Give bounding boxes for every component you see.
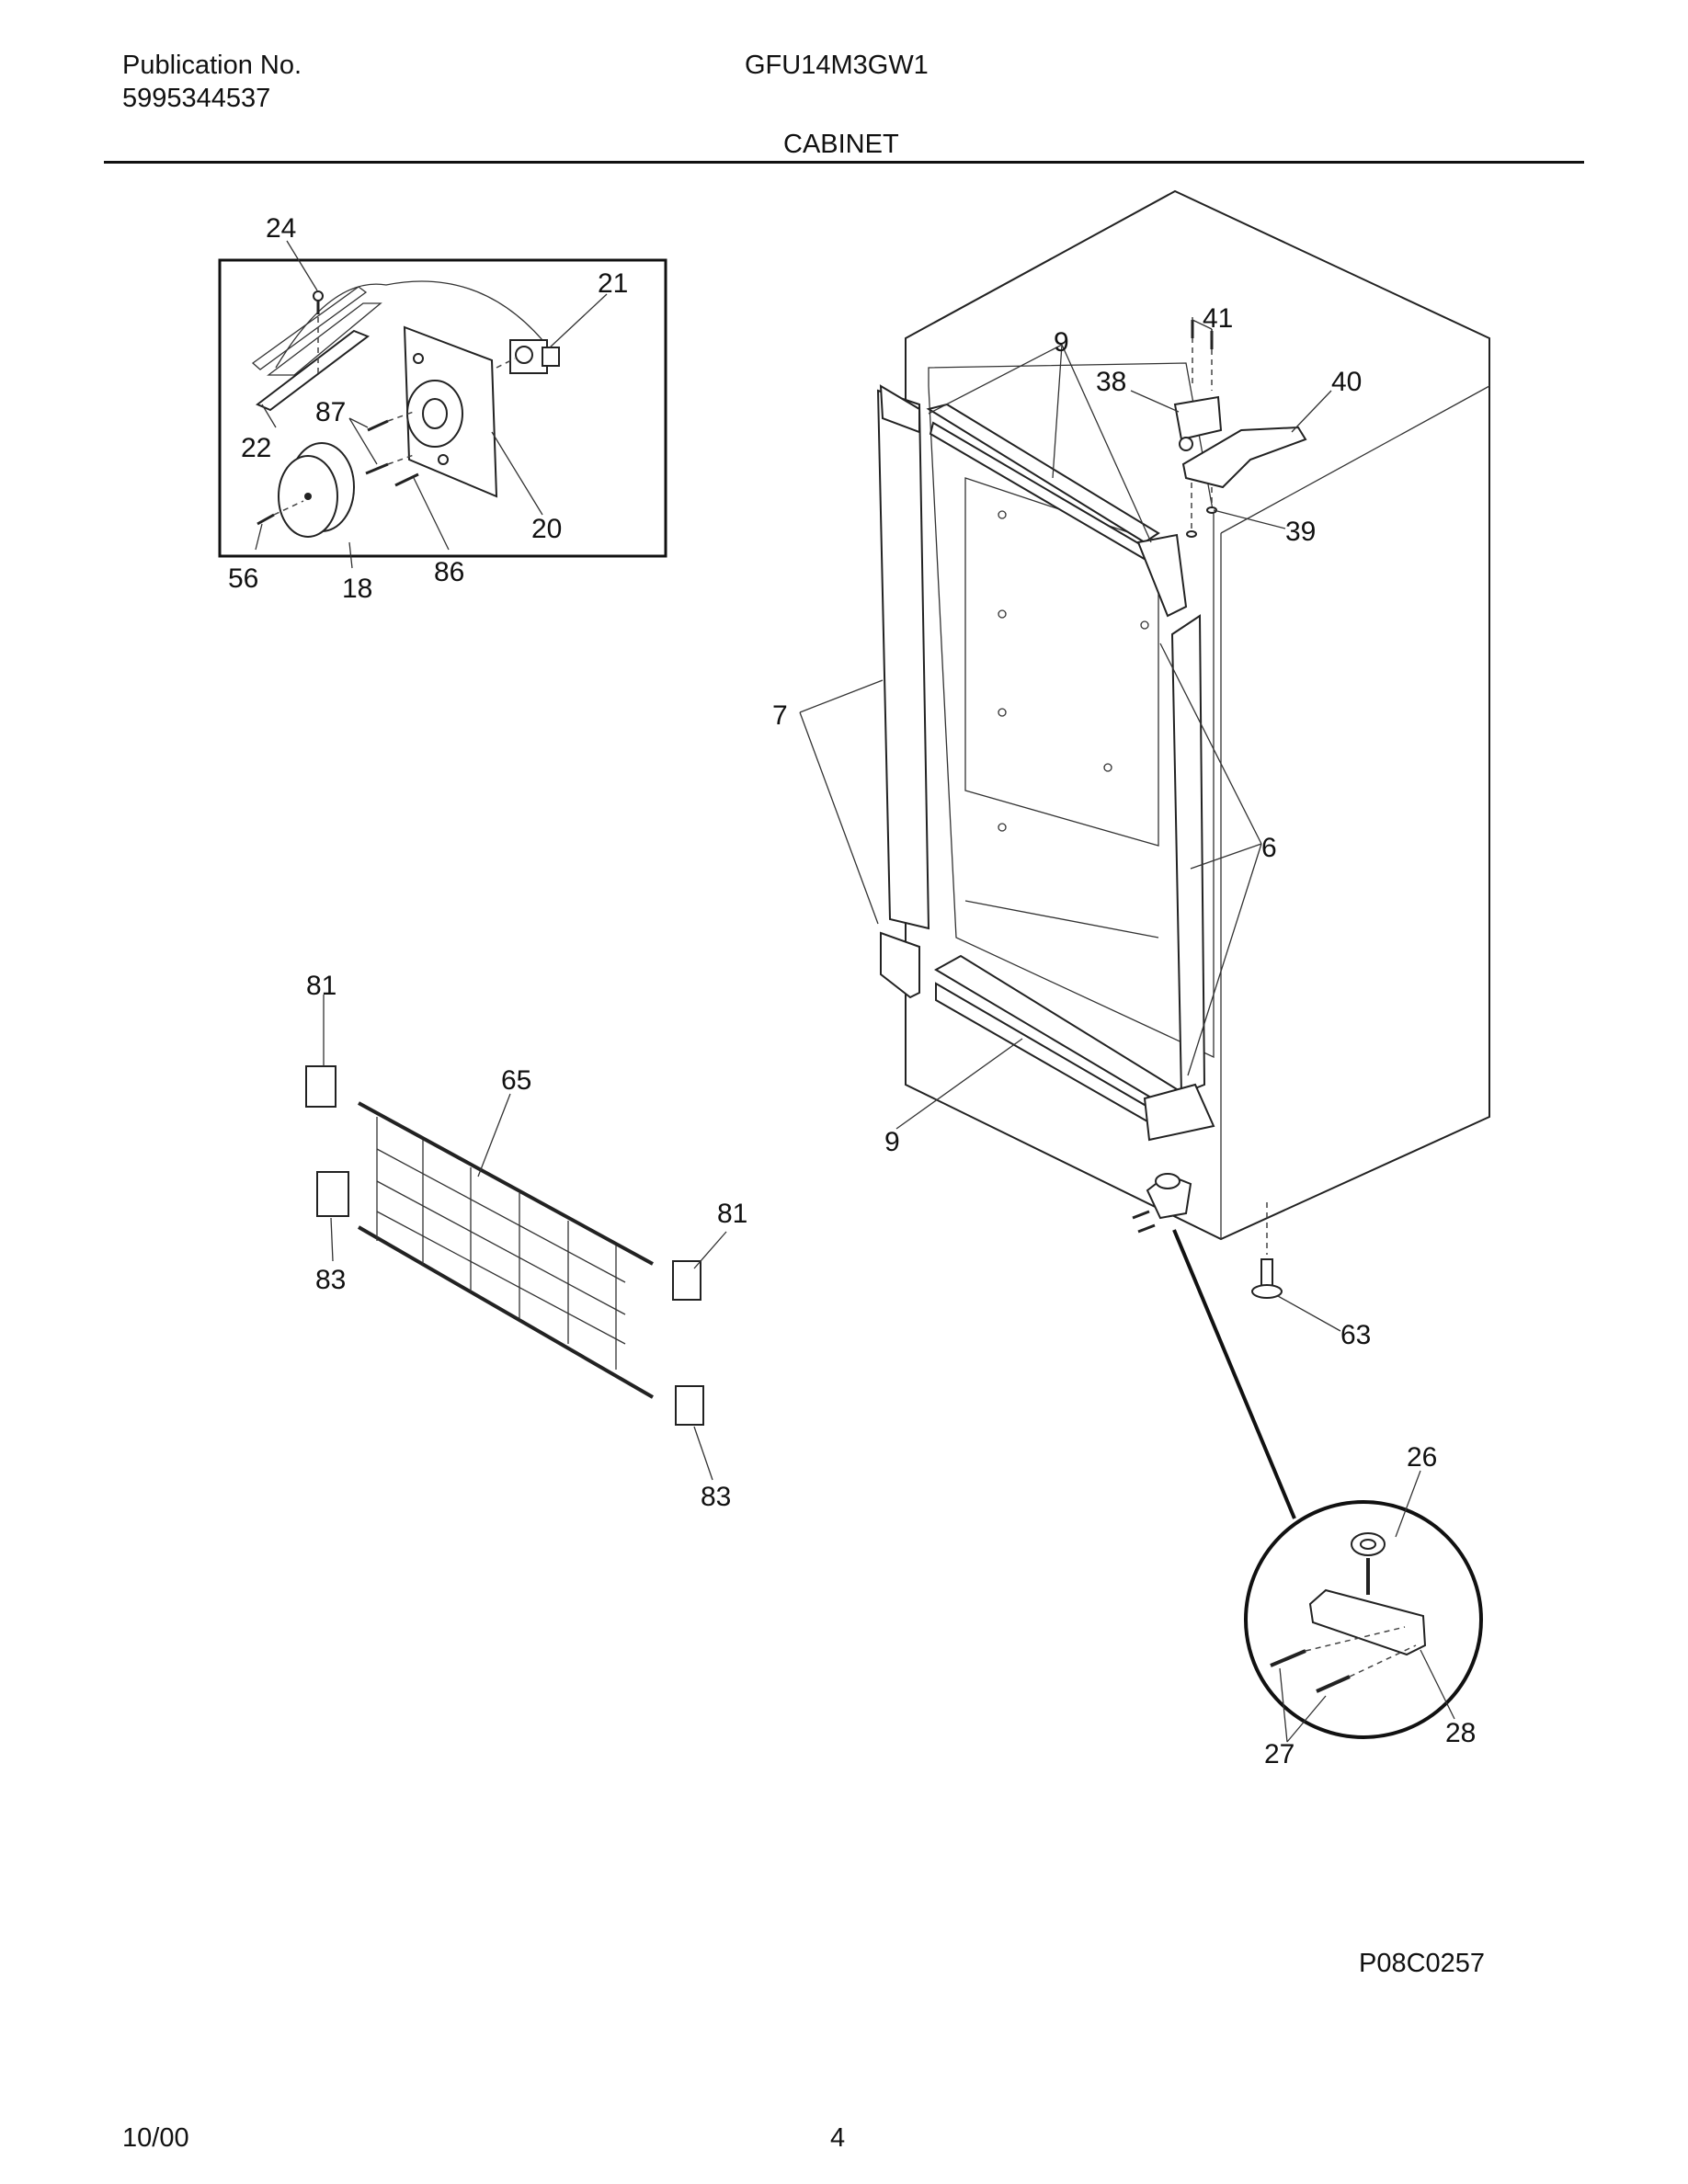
publication-label: Publication No. <box>122 51 302 80</box>
callout-65: 65 <box>501 1065 531 1096</box>
callout-22: 22 <box>241 433 271 463</box>
callout-21: 21 <box>598 268 628 299</box>
footer-date: 10/00 <box>122 2123 189 2153</box>
callout-86: 86 <box>434 557 464 587</box>
bottom-hinge <box>1132 1173 1192 1234</box>
door-gasket-left <box>876 384 930 999</box>
callout-83-right: 83 <box>701 1482 731 1512</box>
callout-39: 39 <box>1285 517 1316 547</box>
callout-63: 63 <box>1340 1320 1371 1350</box>
leveling-leg <box>1251 1202 1283 1299</box>
wire-shelf <box>357 1101 655 1399</box>
fan-motor <box>278 442 355 538</box>
callout-18: 18 <box>342 574 372 604</box>
callout-38: 38 <box>1096 367 1126 397</box>
callout-41: 41 <box>1203 303 1233 334</box>
header-rule <box>104 161 1584 164</box>
callout-7: 7 <box>772 700 788 731</box>
callout-56: 56 <box>228 563 258 594</box>
top-hinge <box>1173 317 1307 538</box>
screw-icon <box>313 290 324 314</box>
heater-wire <box>267 280 543 376</box>
callout-28: 28 <box>1445 1718 1476 1748</box>
callout-27: 27 <box>1264 1739 1295 1769</box>
callout-81-right: 81 <box>717 1199 747 1229</box>
screw-icon <box>365 419 419 487</box>
heater-strip <box>256 329 371 412</box>
callout-24: 24 <box>266 213 296 244</box>
callout-40: 40 <box>1331 367 1362 397</box>
callout-81-left: 81 <box>306 971 336 1001</box>
door-gasket-right <box>1136 533 1206 1096</box>
shelf-support <box>305 1065 704 1426</box>
figure-code: P08C0257 <box>1359 1949 1486 1978</box>
publication-number: 5995344537 <box>122 84 271 113</box>
callout-83-left: 83 <box>315 1265 346 1295</box>
page-number: 4 <box>830 2123 846 2153</box>
callout-9-bottom: 9 <box>884 1127 900 1157</box>
model-number: GFU14M3GW1 <box>745 51 929 80</box>
thermostat <box>509 339 560 374</box>
callout-87: 87 <box>315 397 346 427</box>
callout-9-top: 9 <box>1054 327 1069 358</box>
door-gasket-bottom <box>933 954 1215 1142</box>
callout-26: 26 <box>1407 1442 1437 1473</box>
callout-6: 6 <box>1261 833 1277 863</box>
hinge-detail <box>1172 1229 1483 1739</box>
section-title: CABINET <box>783 130 899 159</box>
inset-box <box>218 240 667 569</box>
callout-20: 20 <box>531 514 562 544</box>
